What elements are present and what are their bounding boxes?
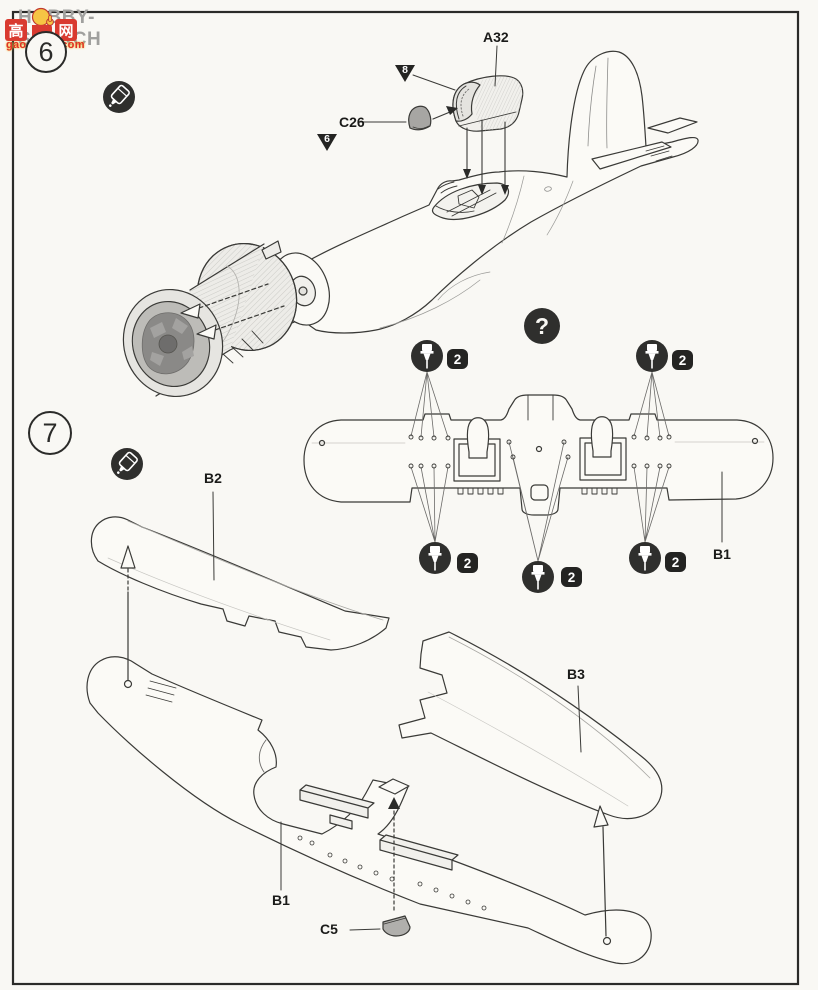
part-a32-headrest-fairing (452, 75, 524, 132)
paint-marker-6-triangle: 6 (316, 133, 338, 152)
drill-qty-badge: 2 (457, 553, 478, 573)
drill-qty-badge: 2 (447, 349, 468, 369)
glue-cement-icon (111, 448, 143, 480)
watermark-char-left: 高 (5, 19, 27, 41)
watermark-char-right: 网 (55, 19, 77, 41)
part-b1-lower-wing (86, 656, 652, 965)
part-c5-cover (382, 915, 411, 937)
drill-holes-icon (629, 542, 661, 574)
step6-number-circle: 6 (25, 31, 67, 73)
assembly-arrows-cockpit (463, 119, 509, 195)
diagram-frame (11, 10, 800, 986)
part-b2-left-wing-top (90, 516, 390, 651)
drill-qty-badge: 2 (665, 552, 686, 572)
drill-qty-badge: 2 (561, 567, 582, 587)
drill-holes-icon (636, 340, 668, 372)
drill-holes-icon (411, 340, 443, 372)
step7-number-circle: 7 (28, 411, 72, 455)
drill-qty-badge: 2 (672, 350, 693, 370)
label-b3: B3 (567, 666, 585, 682)
label-a32: A32 (483, 29, 509, 45)
step7-wing-underside-top-view (303, 371, 774, 562)
question-mark-icon: ? (524, 308, 560, 344)
drill-holes-icon (419, 542, 451, 574)
step7-exploded-wing-drawing (86, 491, 663, 965)
part-b3-right-wing-top (398, 631, 663, 820)
part-c26-headrest (408, 105, 432, 131)
label-b1-exploded: B1 (272, 892, 290, 908)
label-c5: C5 (320, 921, 338, 937)
engine-cowling (122, 240, 298, 398)
label-c26: C26 (339, 114, 365, 130)
label-b1-top-view: B1 (713, 546, 731, 562)
step6-fuselage-drawing (122, 45, 699, 398)
glue-cement-icon (103, 81, 135, 113)
paint-marker-8-triangle: 8 (394, 64, 416, 83)
drill-holes-icon (522, 561, 554, 593)
label-b2: B2 (204, 470, 222, 486)
